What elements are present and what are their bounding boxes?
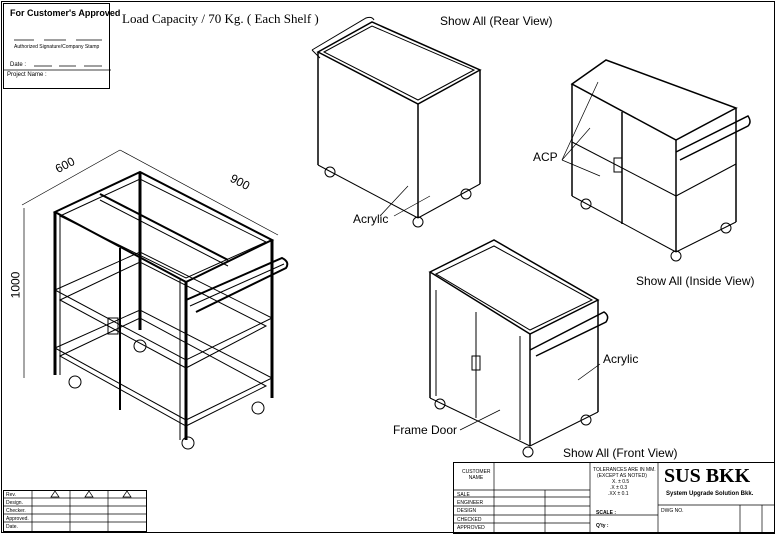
company-logo-text: SUS BKK	[664, 465, 751, 487]
acrylic-front-callout: Acrylic	[603, 352, 639, 366]
dwg-no-label: DWG NO.	[661, 508, 684, 514]
scale-label: SCALE :	[596, 510, 616, 516]
rear-view-label: Show All (Rear View)	[440, 14, 553, 28]
role-checked: CHECKED	[457, 517, 482, 523]
approval-title: For Customer's Approved	[10, 8, 121, 18]
acrylic-rear-callout: Acrylic	[353, 212, 389, 226]
role-sale: SALE	[457, 492, 470, 498]
date-row-label: Date.	[6, 524, 18, 530]
title-block-lines	[453, 462, 775, 534]
tolerance-xxx: .XX ± 0.1	[608, 491, 629, 497]
acp-callout: ACP	[533, 150, 558, 164]
signature-caption: Authorized Signature/Company Stamp	[14, 44, 100, 50]
frame-door-callout: Frame Door	[393, 423, 458, 437]
tolerance-xx: .X ± 0.3	[610, 485, 628, 491]
inside-view-label: Show All (Inside View)	[636, 274, 755, 288]
design-row-label: Design.	[6, 500, 23, 506]
inside-view-cabinet	[561, 59, 751, 262]
revision-table: Rev. Design. Checker. Approved. Date.	[3, 490, 147, 532]
date-label: Date :	[10, 62, 27, 68]
front-view-label: Show All (Front View)	[563, 446, 678, 460]
rear-view-cabinet	[311, 16, 482, 228]
height-dimension: 1000	[8, 271, 23, 299]
customer-name-label: CUSTOMER NAME	[462, 469, 491, 481]
front-view-cabinet	[428, 239, 609, 458]
approval-box: For Customer's Approved Authorized Signa…	[3, 3, 120, 89]
tolerances-title: TOLERANCES ARE IN MM.	[593, 467, 656, 473]
load-capacity-note: Load Capacity / 70 Kg. ( Each Shelf )	[122, 11, 319, 26]
approval-lines	[4, 39, 111, 71]
rev-row-label: Rev.	[6, 492, 16, 498]
role-design: DESIGN	[457, 508, 477, 514]
main-frame-view	[21, 149, 289, 450]
title-block: CUSTOMER NAME TOLERANCES ARE IN MM. (EXC…	[453, 462, 775, 534]
tolerances-sub: (EXCEPT AS NOTED)	[597, 473, 647, 479]
tolerance-x: X. ± 0.5	[612, 479, 630, 485]
qty-label: Q'ty :	[596, 523, 609, 529]
role-engineer: ENGINEER	[457, 500, 484, 506]
project-label: Project Name :	[7, 72, 47, 78]
checker-row-label: Checker.	[6, 508, 26, 514]
role-approved: APPROVED	[457, 525, 485, 531]
approved-row-label: Approved.	[6, 516, 29, 522]
company-subtitle: System Upgrade Solution Bkk.	[666, 491, 754, 497]
revision-table-lines	[3, 490, 147, 532]
